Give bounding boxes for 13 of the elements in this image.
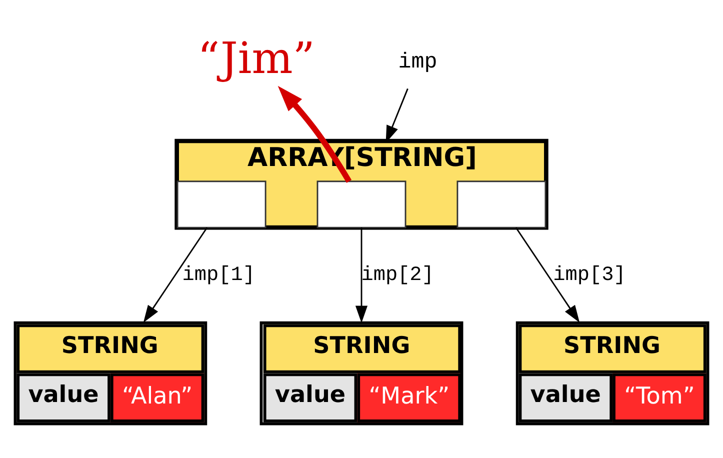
node-box	[456, 180, 546, 228]
node-box	[176, 180, 266, 228]
edge-label: imp[3]	[553, 264, 626, 287]
node-box: STRING value “Alan”	[14, 321, 208, 426]
edge-label: imp[1]	[182, 264, 255, 287]
node-box	[316, 180, 406, 228]
arrow	[515, 227, 580, 323]
arrow	[355, 228, 368, 324]
node-text: “Jim”	[197, 34, 315, 84]
node-box: STRING value “Tom”	[516, 321, 710, 426]
arrow	[143, 227, 208, 323]
edge-label: imp[2]	[361, 264, 434, 287]
node-text: imp	[398, 50, 438, 74]
